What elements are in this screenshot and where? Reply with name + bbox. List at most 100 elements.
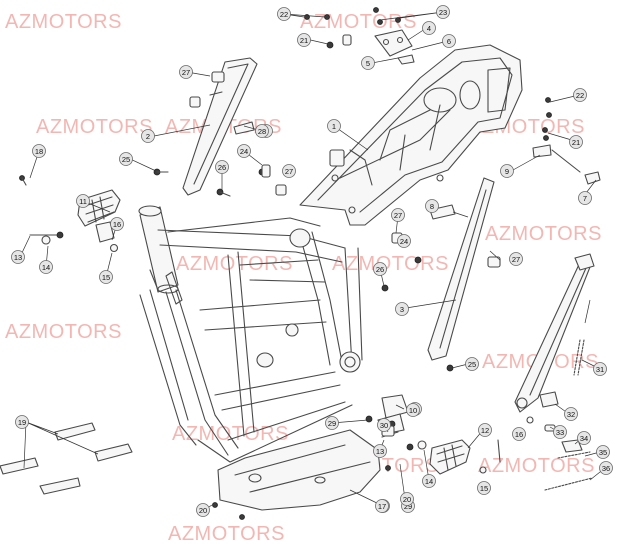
callout-bubble xyxy=(39,260,53,274)
callout-number: 26 xyxy=(376,265,384,274)
callout-number: 24 xyxy=(240,147,248,156)
callout-number: 21 xyxy=(572,138,580,147)
callout-bubble xyxy=(397,234,411,248)
callout-bubble xyxy=(375,499,389,513)
part-callout: 21 xyxy=(569,135,583,149)
part-callout: 27 xyxy=(509,252,523,266)
callout-bubble xyxy=(11,250,25,264)
watermark: AZMOTORS xyxy=(478,455,595,477)
left-footpeg xyxy=(19,175,121,253)
callout-number: 35 xyxy=(599,448,607,457)
part-callout: 36 xyxy=(599,461,613,475)
callout-bubble xyxy=(553,425,567,439)
callout-number: 26 xyxy=(218,163,226,172)
callout-number: 5 xyxy=(366,59,370,68)
part-callout: 29 xyxy=(325,416,339,430)
callout-number: 7 xyxy=(583,194,587,203)
callout-number: 27 xyxy=(285,167,293,176)
callout-bubble xyxy=(391,208,405,222)
callout-number: 16 xyxy=(515,430,523,439)
callout-bubble xyxy=(297,33,311,47)
rear-subframe xyxy=(299,44,523,226)
callout-number: 11 xyxy=(79,197,87,206)
callout-bubble xyxy=(15,415,29,429)
part-callout: 24 xyxy=(237,144,251,158)
part-callout: 13 xyxy=(373,444,387,458)
part-callout: 15 xyxy=(99,270,113,284)
callout-number: 16 xyxy=(113,220,121,229)
callout-bubble xyxy=(477,481,491,495)
watermark: AZMOTORS xyxy=(176,253,293,275)
callout-number: 6 xyxy=(447,37,451,46)
part-callout: 11 xyxy=(76,194,90,208)
left-frame-guard xyxy=(182,57,258,196)
callout-number: 29 xyxy=(328,419,336,428)
callout-number: 13 xyxy=(14,253,22,262)
callout-bubble xyxy=(422,21,436,35)
callout-bubble xyxy=(325,416,339,430)
frame-protection-pads xyxy=(0,422,133,495)
callout-bubble xyxy=(237,144,251,158)
callout-bubble xyxy=(478,423,492,437)
callout-number: 25 xyxy=(468,360,476,369)
callout-bubble xyxy=(593,362,607,376)
part-callout: 1 xyxy=(327,119,341,133)
part-callout: 24 xyxy=(397,234,411,248)
part-callout: 14 xyxy=(39,260,53,274)
right-footpeg xyxy=(381,431,501,475)
callout-bubble xyxy=(512,427,526,441)
callout-number: 1 xyxy=(332,122,336,131)
callout-bubble xyxy=(578,191,592,205)
callout-number: 33 xyxy=(556,428,564,437)
callout-bubble xyxy=(465,357,479,371)
callout-bubble xyxy=(406,403,420,417)
callout-number: 2 xyxy=(146,132,150,141)
callout-number: 10 xyxy=(409,406,417,415)
callout-bubble xyxy=(509,252,523,266)
callout-number: 23 xyxy=(439,8,447,17)
part-callout: 22 xyxy=(277,7,291,21)
part-callout: 5 xyxy=(361,56,375,70)
part-callout: 33 xyxy=(553,425,567,439)
part-callout: 27 xyxy=(179,65,193,79)
bolts xyxy=(153,164,454,372)
callout-bubble xyxy=(422,474,436,488)
callout-bubble xyxy=(564,407,578,421)
part-callout: 6 xyxy=(442,34,456,48)
skid-plate xyxy=(212,429,391,520)
callout-number: 22 xyxy=(576,91,584,100)
part-callout: 30 xyxy=(377,418,391,432)
seat-bracket xyxy=(304,7,415,65)
watermark: AZMOTORS xyxy=(332,253,449,275)
part-callout: 20 xyxy=(400,492,414,506)
callout-number: 24 xyxy=(400,237,408,246)
callout-bubble xyxy=(599,461,613,475)
part-callout: 27 xyxy=(391,208,405,222)
callout-number: 13 xyxy=(376,447,384,456)
callout-bubble xyxy=(215,160,229,174)
callout-bubble xyxy=(500,164,514,178)
part-callout: 7 xyxy=(578,191,592,205)
callout-number: 19 xyxy=(18,418,26,427)
part-callout: 17 xyxy=(375,499,389,513)
callout-bubble xyxy=(436,5,450,19)
callout-number: 14 xyxy=(425,477,433,486)
callout-number: 25 xyxy=(122,155,130,164)
part-callout: 15 xyxy=(477,481,491,495)
callout-number: 9 xyxy=(505,167,509,176)
side-stand xyxy=(514,253,595,491)
callout-bubble xyxy=(327,119,341,133)
callout-number: 22 xyxy=(280,10,288,19)
part-callout: 32 xyxy=(564,407,578,421)
callout-bubble xyxy=(76,194,90,208)
callout-bubble xyxy=(277,7,291,21)
callout-bubble xyxy=(196,503,210,517)
part-callout: 8 xyxy=(425,199,439,213)
watermark: AZMOTORS xyxy=(5,11,122,33)
part-callouts: 1234567891011121314151617181920212223242… xyxy=(11,5,613,517)
part-callout: 22 xyxy=(573,88,587,102)
callout-number: 8 xyxy=(430,202,434,211)
callout-number: 30 xyxy=(380,421,388,430)
callout-bubble xyxy=(400,492,414,506)
